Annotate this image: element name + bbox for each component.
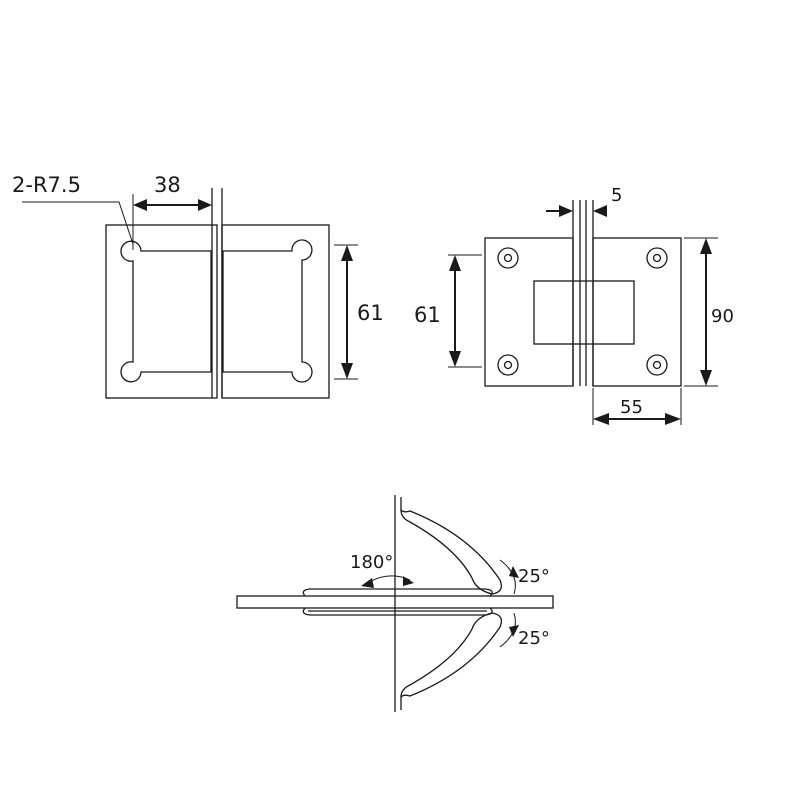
screw-hole-top-left — [497, 247, 519, 269]
hinge-strip-top — [302, 588, 493, 597]
dim-5-label: 5 — [611, 185, 622, 206]
angle-25-bottom-label: 25° — [518, 628, 550, 649]
screw-hole-top-right — [646, 247, 668, 269]
dim-61-left-label: 61 — [357, 301, 384, 325]
hinge-right-leaf — [592, 237, 682, 387]
left-plate-outline — [105, 224, 218, 399]
arc-180-arrow-right — [403, 576, 414, 586]
right-plate-cutout — [222, 239, 313, 383]
dim-5-arrow-left — [559, 205, 573, 217]
swing-view — [236, 495, 554, 712]
dim-5-arrow-right — [593, 205, 607, 217]
arc-25-top-arrow — [509, 566, 519, 578]
dim-38-arrow-right — [198, 199, 212, 211]
angle-25-top-label: 25° — [518, 566, 550, 587]
dim-61-left-arrow-top — [341, 245, 353, 261]
dim-90-arrow-top — [700, 238, 712, 254]
left-plate-cutout — [120, 240, 212, 383]
screw-hole-bottom-right — [646, 354, 668, 376]
dim-55-label: 55 — [620, 397, 643, 418]
arc-25-top — [499, 559, 516, 595]
dim-61-right-arrow-top — [449, 255, 461, 271]
arc-25-bottom-arrow — [509, 625, 519, 637]
dim-61-right-label: 61 — [414, 303, 441, 327]
radius-note-label: 2-R7.5 — [12, 173, 81, 197]
dim-38-label: 38 — [154, 173, 181, 197]
angle-180-label: 180° — [350, 552, 393, 573]
front-view-plates — [22, 188, 358, 399]
dim-38-arrow-left — [133, 199, 147, 211]
radius-leader — [22, 201, 134, 245]
dim-90-arrow-bottom — [700, 370, 712, 386]
hinge-strip-bottom — [302, 607, 493, 616]
dim-55-arrow-right — [665, 413, 681, 425]
hinge-center-block — [533, 280, 635, 345]
arc-180-arrow-left — [361, 578, 374, 588]
dim-55-arrow-left — [593, 413, 609, 425]
dim-61-right-arrow-bottom — [449, 351, 461, 367]
hinge-body-view — [448, 200, 718, 425]
screw-hole-bottom-left — [497, 354, 519, 376]
dim-90-label: 90 — [711, 306, 734, 327]
glass-panel — [236, 595, 554, 609]
lower-swing-arm — [400, 612, 503, 710]
upper-swing-arm — [400, 497, 503, 595]
dim-61-left-arrow-bottom — [341, 363, 353, 379]
